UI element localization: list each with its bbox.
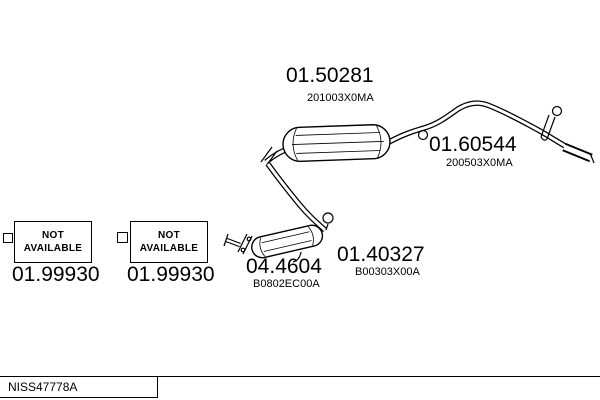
part-ref-rear-muffler: 201003X0MA xyxy=(307,92,374,104)
catalyst-bracket-drawing xyxy=(292,251,302,263)
diagram-code-box: NISS47778A xyxy=(0,376,158,398)
part-number-center-pipe: 01.40327 xyxy=(337,243,425,266)
diagram-code: NISS47778A xyxy=(8,380,78,394)
part-ref-tail-pipe: 200503X0MA xyxy=(446,157,513,169)
tailpipe-drawing xyxy=(387,100,595,164)
not-available-line1: NOT xyxy=(41,229,64,241)
catalytic-converter-drawing xyxy=(251,224,324,259)
not-available-line2: AVAILABLE xyxy=(23,243,83,254)
not-available-box: NOT AVAILABLE xyxy=(130,221,208,263)
footer-rule xyxy=(0,376,600,377)
part-number-rear-muffler: 01.50281 xyxy=(286,64,374,87)
not-available-box: NOT AVAILABLE xyxy=(14,221,92,263)
part-ref-catalyst: B0802EC00A xyxy=(253,278,320,290)
not-available-line1: NOT xyxy=(157,229,180,241)
part-number-tail-pipe: 01.60544 xyxy=(429,133,517,156)
tail-bracket-drawing xyxy=(540,105,563,141)
hanger-ring-icon xyxy=(322,212,334,224)
part-number-front-left: 01.99930 xyxy=(12,263,100,286)
part-number-front-right: 01.99930 xyxy=(127,263,215,286)
not-available-line2: AVAILABLE xyxy=(139,243,199,254)
catalyst-flange-drawing xyxy=(223,233,302,263)
front-pipe-drawing xyxy=(260,146,329,233)
hanger-ring-icon xyxy=(551,105,563,117)
muffler-drawing xyxy=(282,124,391,162)
fitting-square-icon xyxy=(117,232,128,243)
fitting-square-icon xyxy=(3,233,13,243)
hanger-ring-icon xyxy=(417,129,429,141)
part-ref-center-pipe: B00303X00A xyxy=(355,266,420,278)
part-number-catalyst: 04.4604 xyxy=(246,255,322,278)
